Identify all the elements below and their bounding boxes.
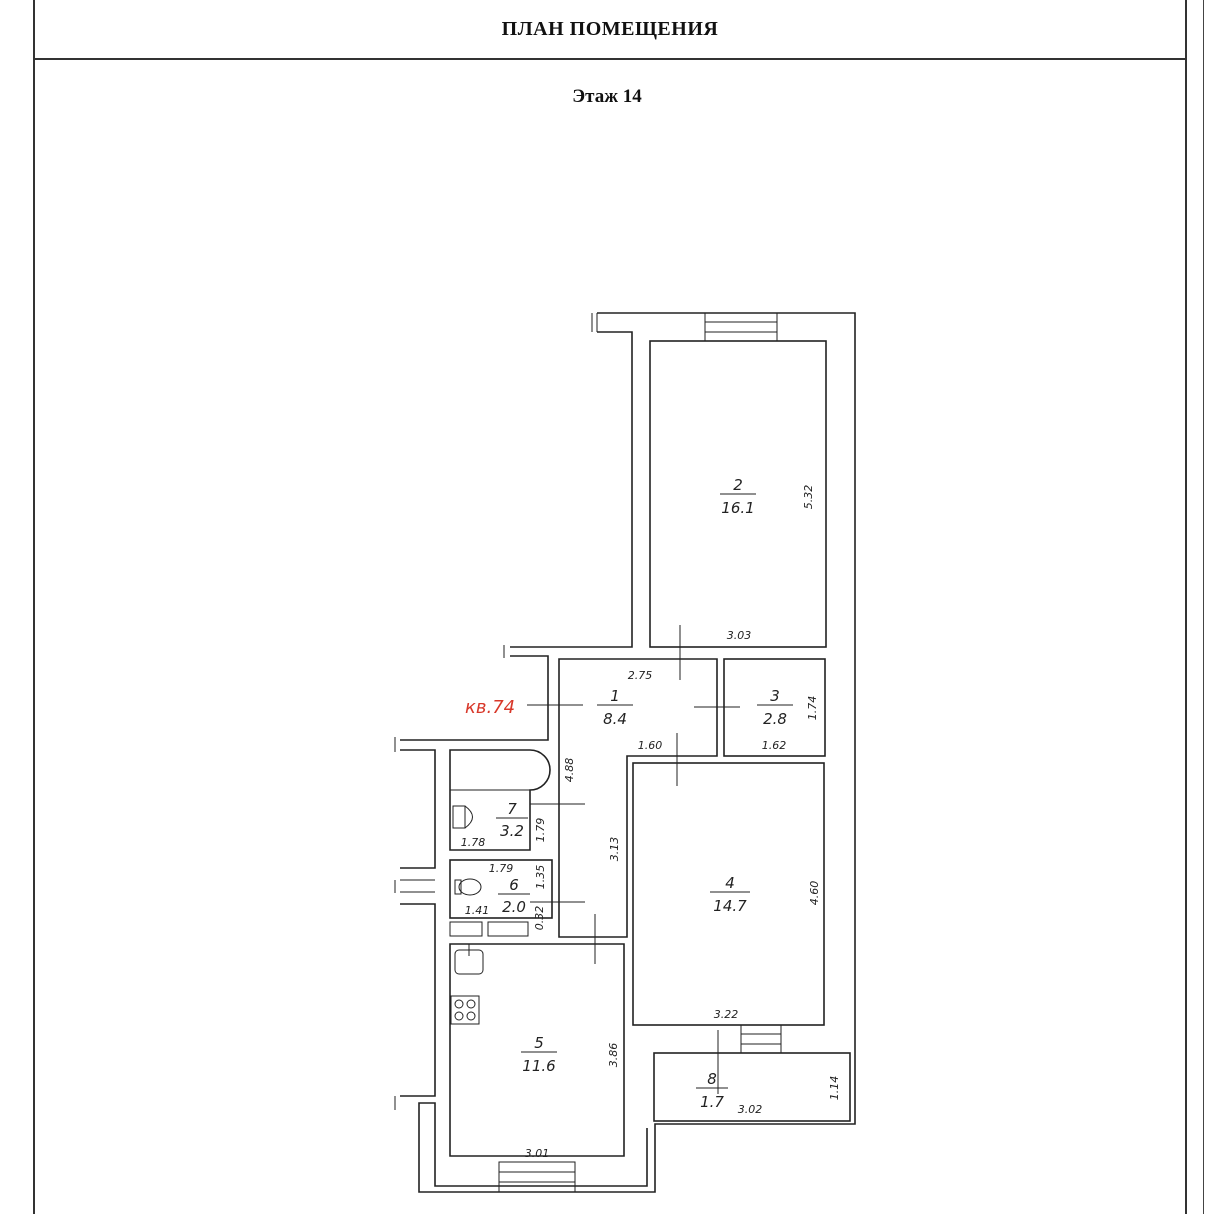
dim-room3-width: 1.62 [762,739,787,752]
room-5-area: 11.6 [522,1057,555,1075]
dim-room1-width: 2.75 [628,669,653,682]
dim-room8-height: 1.14 [828,1076,841,1101]
dim-room6-width: 1.41 [465,904,490,917]
floor-label: Этаж 14 [572,86,642,107]
dimension-labels: 5.32 3.03 2.75 1.60 1.74 1.62 4.88 3.13 … [461,485,841,1160]
sheet-outer-border [1203,0,1204,1214]
dim-room4-height: 4.60 [808,881,821,906]
stove-icon [450,995,480,1025]
room-2-area: 16.1 [721,499,754,517]
room-5-number: 5 [534,1034,544,1052]
page-title: ПЛАН ПОМЕЩЕНИЯ [501,18,719,40]
dim-room2-height: 5.32 [802,485,815,510]
room-8 [653,1052,851,1122]
room-4 [632,762,825,1026]
room-6 [449,859,553,919]
dim-room2-width: 3.03 [727,629,752,642]
dim-room7-width: 1.78 [461,836,486,849]
dim-room6-small: 0.32 [533,906,546,931]
dim-room6-top: 1.79 [489,862,514,875]
room-8-number: 8 [707,1070,717,1088]
dim-corridor-lower: 3.13 [608,837,621,862]
dim-room7-height: 1.79 [534,818,547,843]
room-1 [558,658,718,938]
room-7 [449,749,551,851]
room-8-area: 1.7 [700,1093,724,1111]
room-4-number: 4 [725,874,735,892]
room-6-number: 6 [509,876,519,894]
room-4-area: 14.7 [713,897,747,915]
room-2-number: 2 [733,476,743,494]
room-5 [449,943,625,1157]
dim-room3-height: 1.74 [806,696,819,721]
balcony-door [740,1024,782,1054]
room-1-number: 1 [610,687,620,705]
door-marks [527,625,740,1094]
dim-corridor-length: 4.88 [563,758,576,783]
dim-room1-inner: 1.60 [638,739,663,752]
room-6-area: 2.0 [502,898,526,916]
room-7-number: 7 [507,800,517,818]
room-1-area: 8.4 [603,710,627,728]
dim-room4-width: 3.22 [714,1008,739,1021]
outer-walls [394,312,856,1193]
header-bar: ПЛАН ПОМЕЩЕНИЯ [33,0,1187,60]
window-top [704,312,778,342]
room-7-area: 3.2 [500,822,524,840]
dim-room8-width: 3.02 [738,1103,763,1116]
apartment-label: кв.74 [465,697,515,718]
dim-room5-height: 3.86 [607,1043,620,1068]
dim-room6-height: 1.35 [534,865,547,890]
dim-room5-width: 3.01 [525,1147,550,1160]
room-3-number: 3 [770,687,780,705]
plan-sheet [33,0,1187,1214]
room-3-area: 2.8 [763,710,787,728]
room-labels: 2 16.1 1 8.4 3 2.8 4 14.7 5 11.6 6 2.0 7… [496,476,793,1111]
window-kitchen [498,1161,576,1193]
